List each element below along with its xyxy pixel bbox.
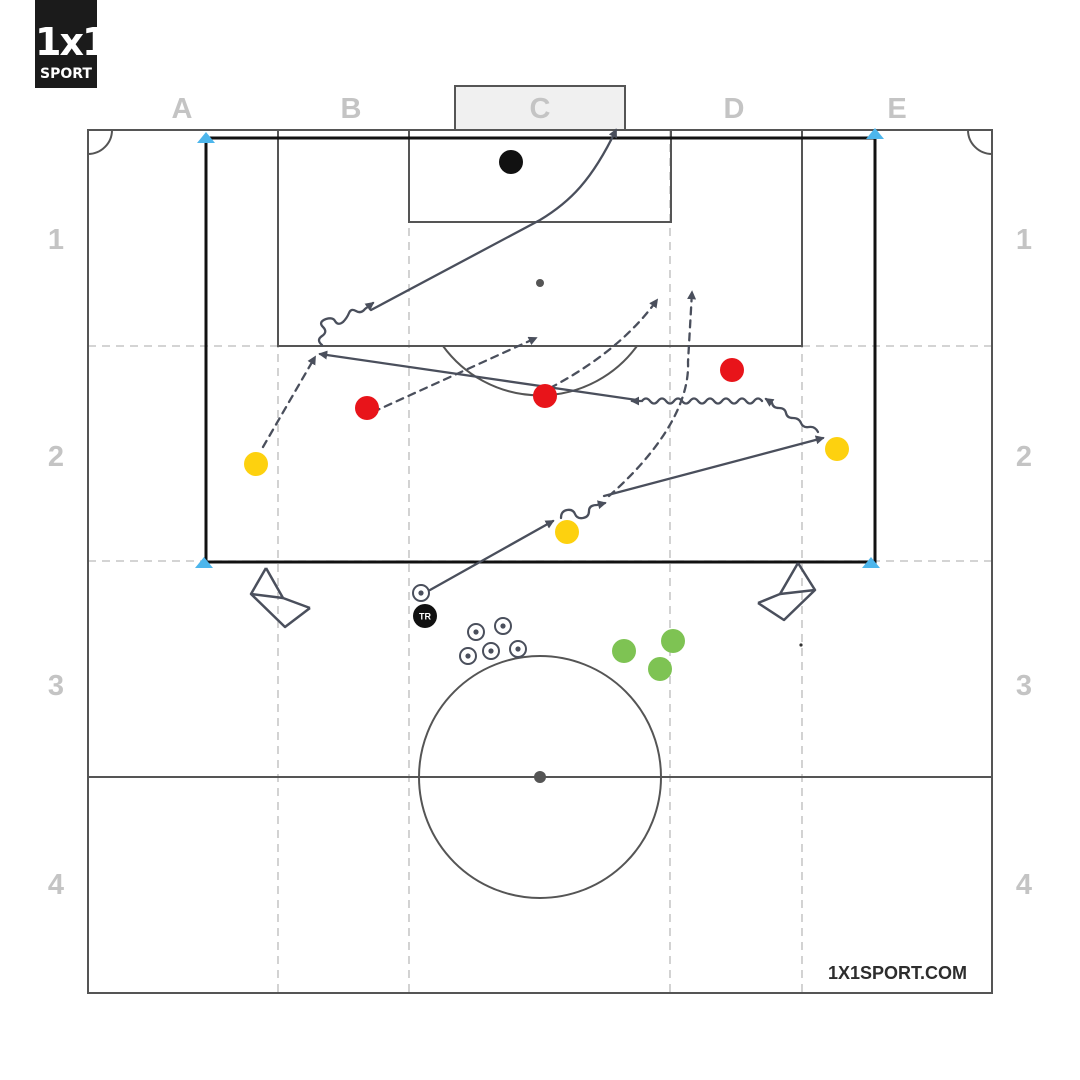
main-goal: [454, 85, 626, 131]
green-player: [648, 657, 672, 681]
red-player: [533, 384, 557, 408]
ball-icon: [412, 584, 430, 602]
row-label-3-right: 3: [1016, 670, 1032, 702]
website-link: 1X1SPORT.COM: [827, 963, 968, 983]
pass-arrow: [318, 350, 639, 402]
logo-mark: 1x1: [35, 20, 108, 64]
column-label-c: C: [530, 93, 551, 125]
brand-logo: 1x1 SPORT: [35, 0, 108, 88]
column-label-a: A: [172, 93, 193, 125]
dribble-arrow: [630, 396, 764, 406]
trainer: [413, 604, 437, 628]
ball-icon: [467, 623, 485, 641]
run-arrow: [607, 290, 697, 498]
center-spot: [534, 771, 546, 783]
cone-icon: [866, 128, 884, 139]
red-player: [355, 396, 379, 420]
green-player: [661, 629, 685, 653]
balls: [412, 584, 527, 665]
row-label-1-left: 1: [48, 224, 64, 256]
row-label-1-right: 1: [1016, 224, 1032, 256]
pass-arrow: [602, 435, 825, 498]
corner-arc-right: [967, 129, 993, 155]
cones: [195, 128, 884, 568]
dribble-arrow: [559, 500, 607, 520]
run-arrow: [371, 336, 538, 414]
marker-dot: [799, 643, 803, 647]
playing-zone: [204, 136, 877, 564]
ball-icon: [459, 647, 477, 665]
shot-arrow: [369, 128, 618, 312]
row-label-4-left: 4: [48, 869, 64, 901]
corner-arc-left: [87, 129, 113, 155]
penalty-spot: [536, 279, 544, 287]
center-circle: [418, 655, 662, 899]
row-label-2-left: 2: [48, 441, 64, 473]
pass-arrow: [428, 519, 555, 592]
yellow-player: [555, 520, 579, 544]
yellow-player: [244, 452, 268, 476]
players: TR: [244, 150, 849, 681]
column-label-d: D: [724, 93, 745, 125]
goal-area: [408, 129, 672, 223]
ball-icon: [482, 642, 500, 660]
actions: [261, 128, 825, 592]
dribble-arrow: [317, 301, 375, 347]
mini-goal-left: [249, 567, 311, 629]
goalkeeper: [499, 150, 523, 174]
run-arrow: [261, 355, 317, 449]
run-arrow: [548, 298, 659, 390]
row-label-2-right: 2: [1016, 441, 1032, 473]
mini-goal-right: [757, 562, 817, 622]
cone-icon: [195, 557, 213, 568]
ball-icon: [509, 640, 527, 658]
green-player: [612, 639, 636, 663]
column-label-e: E: [887, 93, 906, 125]
row-label-3-left: 3: [48, 670, 64, 702]
logo-sub: SPORT: [40, 66, 92, 82]
column-label-b: B: [341, 93, 362, 125]
trainer-label: TR: [419, 612, 431, 622]
dribble-arrow: [764, 397, 820, 434]
penalty-area: [277, 129, 803, 347]
cone-icon: [197, 132, 215, 143]
row-label-4-right: 4: [1016, 869, 1032, 901]
cone-icon: [862, 557, 880, 568]
yellow-player: [825, 437, 849, 461]
red-player: [720, 358, 744, 382]
ball-icon: [494, 617, 512, 635]
